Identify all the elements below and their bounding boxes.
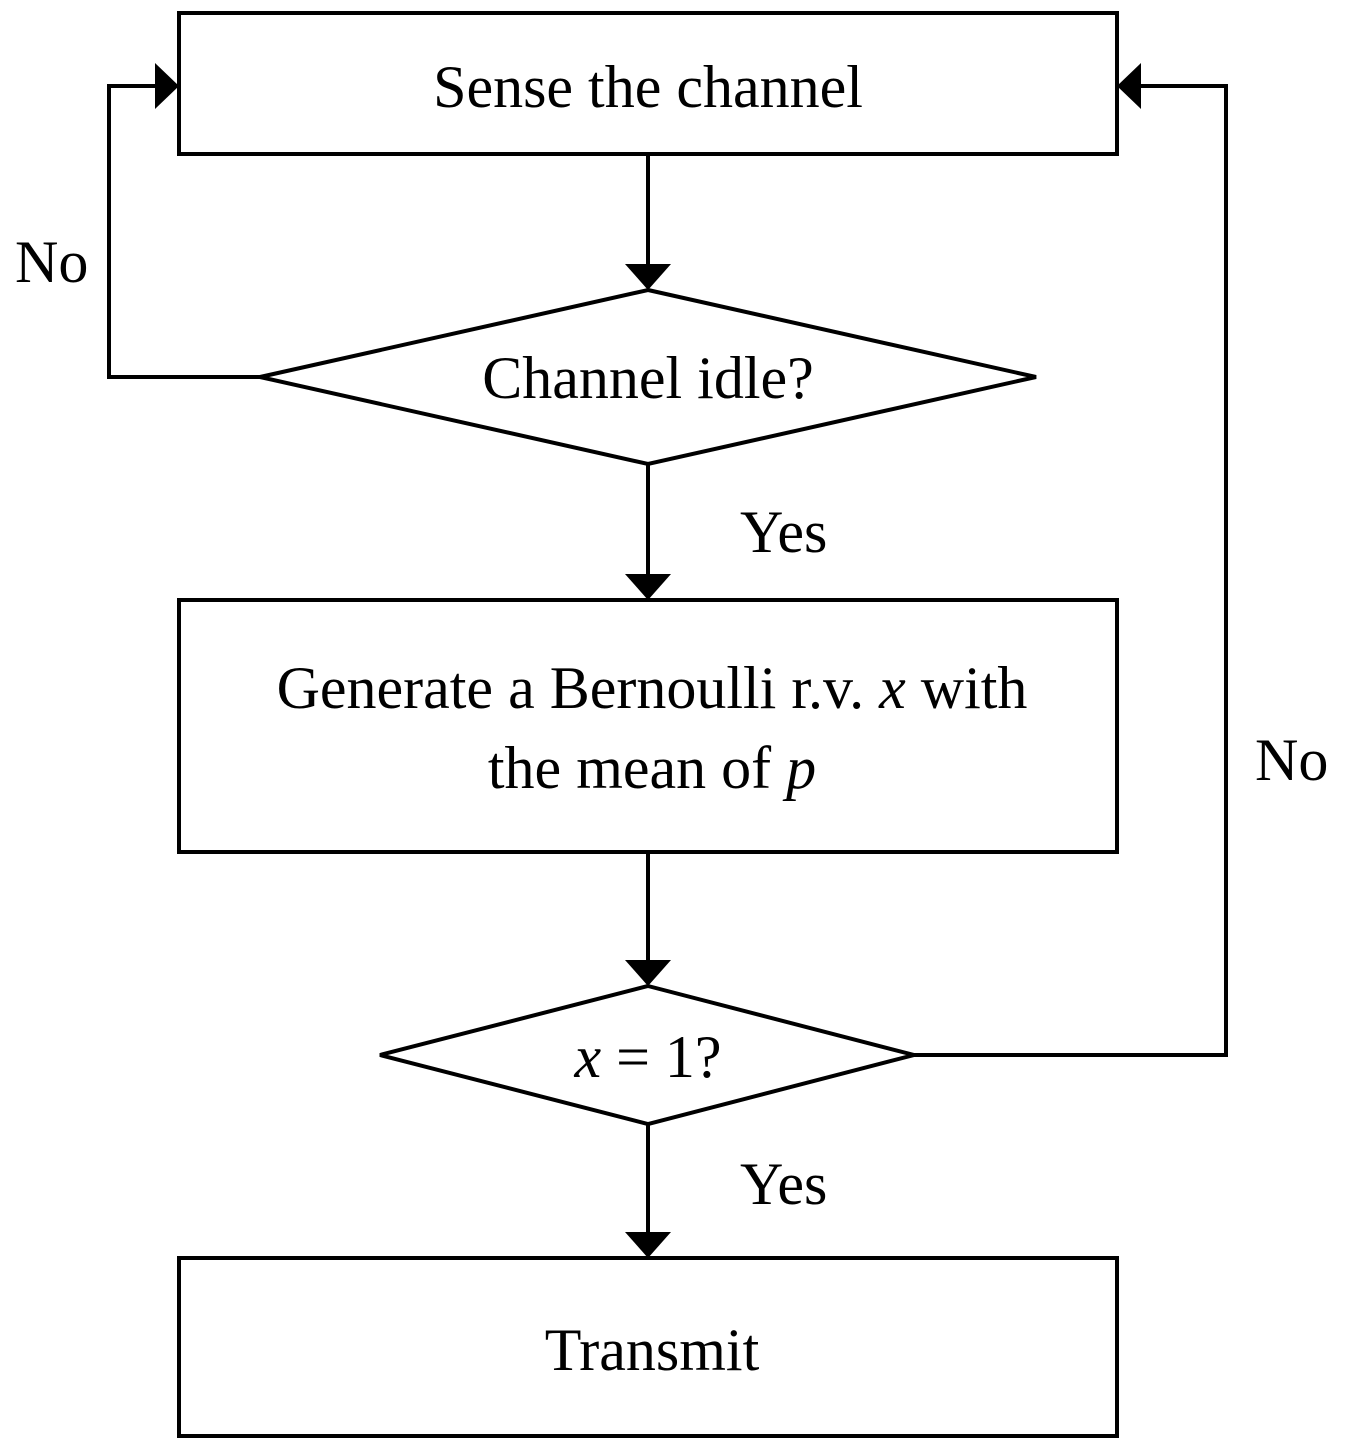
- generate-line-1: Generate a Bernoulli r.v. x with: [277, 655, 1028, 721]
- channel-idle-decision: Channel idle?: [259, 287, 1037, 467]
- generate-line-2: the mean of p: [488, 735, 816, 801]
- edge-sense-to-idle: [625, 154, 671, 290]
- sense-channel-node: Sense the channel: [177, 11, 1119, 156]
- sense-channel-label: Sense the channel: [433, 54, 863, 120]
- edge-idle-yes: [625, 464, 671, 600]
- edge-x-no-loop: [914, 63, 1228, 1057]
- edge-generate-to-x: [625, 852, 671, 986]
- edge-idle-no-loop: [107, 63, 260, 379]
- channel-idle-label: Channel idle?: [482, 345, 814, 411]
- idle-yes-label: Yes: [740, 499, 827, 565]
- x-yes-label: Yes: [740, 1151, 827, 1217]
- idle-no-label: No: [15, 229, 88, 295]
- x-equals-one-label: x = 1?: [573, 1024, 721, 1090]
- x-no-label: No: [1255, 727, 1328, 793]
- transmit-label: Transmit: [545, 1317, 760, 1383]
- transmit-node: Transmit: [177, 1256, 1119, 1438]
- edge-x-yes: [625, 1124, 671, 1258]
- x-equals-one-decision: x = 1?: [379, 983, 922, 1127]
- generate-bernoulli-node: Generate a Bernoulli r.v. x with the mea…: [177, 598, 1119, 854]
